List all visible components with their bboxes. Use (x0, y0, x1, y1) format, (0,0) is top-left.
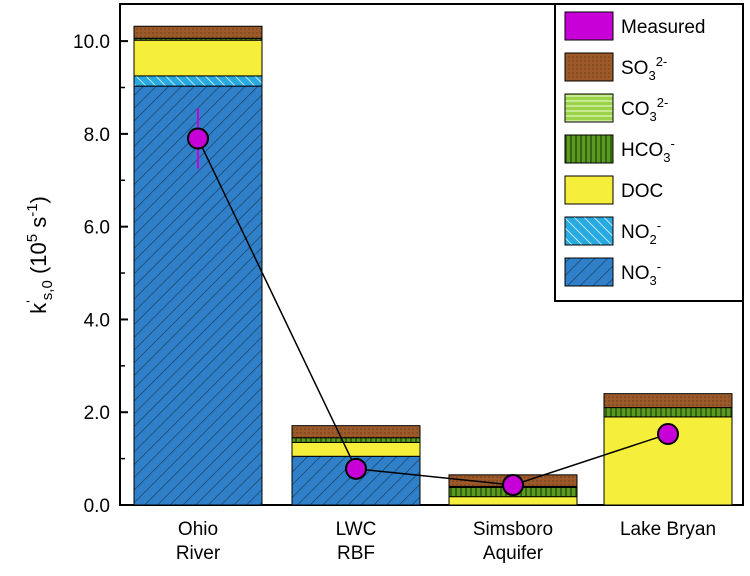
y-tick-label: 8.0 (84, 125, 110, 146)
legend-label-measured: Measured (621, 17, 706, 38)
bar-segment-so3 (133, 25, 263, 39)
measured-point (345, 457, 367, 480)
bar-segment-doc (448, 496, 578, 506)
y-tick-label: 2.0 (84, 403, 110, 424)
legend-label-co3: CO32- (621, 95, 668, 124)
legend-swatch-doc (564, 175, 614, 205)
bar-segment-doc (291, 441, 421, 457)
bar-segment-doc (133, 39, 263, 77)
y-tick-label: 10.0 (73, 32, 110, 53)
legend-swatch-so3 (564, 52, 614, 82)
measured-point (657, 423, 679, 446)
bar-segment-hco3 (603, 407, 733, 418)
measured-line (197, 138, 669, 486)
y-tick-label: 4.0 (84, 310, 110, 331)
legend-label-so3: SO32- (621, 54, 667, 83)
measured-series (187, 108, 679, 497)
legend-swatch-hco3 (564, 134, 614, 164)
y-tick-label: 6.0 (84, 218, 110, 239)
legend-swatch-co3 (564, 93, 614, 123)
bar-segment-so3 (603, 393, 733, 409)
bar-segment-hco3 (291, 437, 421, 443)
measured-point (187, 127, 209, 150)
bar-segment-no2 (133, 75, 263, 87)
bar-segment-so3 (291, 425, 421, 439)
legend-swatch-no3 (564, 257, 614, 287)
x-category-label: Lake Bryan (620, 519, 716, 540)
legend-label-hco3: HCO3- (621, 136, 675, 165)
measured-point (502, 474, 524, 497)
y-tick-label: 0.0 (84, 496, 110, 517)
legend-label-no3: NO3- (621, 259, 661, 288)
y-axis-title: k's,0 (105 s-1) (23, 196, 56, 314)
legend-swatch-no2 (564, 216, 614, 246)
legend-swatch-measured (564, 11, 614, 41)
legend-label-no2: NO2- (621, 218, 661, 247)
legend-label-doc: DOC (621, 181, 663, 202)
